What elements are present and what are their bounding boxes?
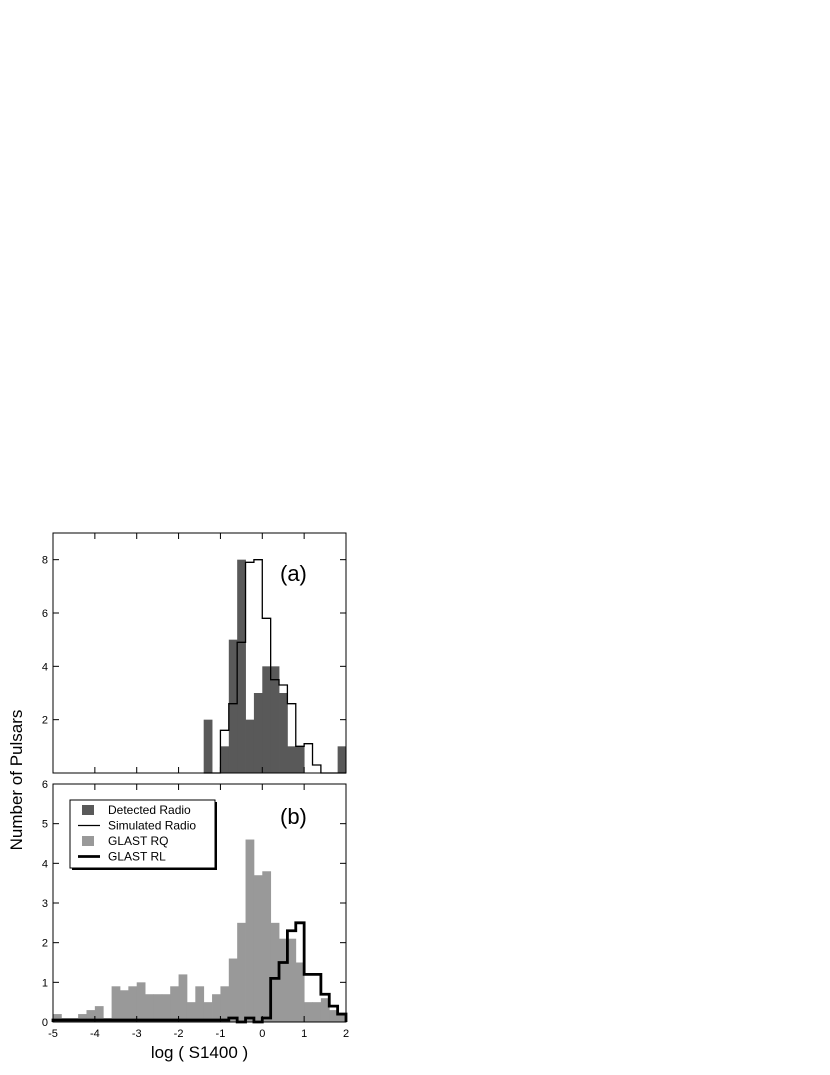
y-tick-label: 4 <box>42 858 48 870</box>
histogram-bar <box>320 998 330 1022</box>
histogram-bar <box>262 666 272 773</box>
legend-swatch <box>82 805 94 815</box>
y-tick-label: 8 <box>42 555 48 567</box>
y-axis-label: Number of Pulsars <box>7 710 26 851</box>
panel-b: 0 1 2 3 4 5 6 -5 -4 -3 -2 -1 0 1 2 (b) Detected RadioSim… <box>42 779 349 1040</box>
histogram-bar <box>337 1014 347 1022</box>
panel-a: 2 4 6 8 (a) <box>42 532 347 774</box>
histogram-bar <box>170 986 179 1022</box>
x-tick-label: -1 <box>216 1028 226 1040</box>
y-tick-label: 1 <box>42 977 48 989</box>
histogram-bar <box>161 994 171 1022</box>
histogram-bar <box>86 1010 96 1022</box>
histogram-bar <box>270 922 280 1022</box>
histogram-bar <box>295 962 305 1022</box>
y-tick-label: 2 <box>42 938 48 950</box>
histogram-step-line <box>203 559 346 774</box>
legend-label: Simulated Radio <box>108 819 196 833</box>
y-tick-label: 2 <box>42 715 48 727</box>
histogram-bar <box>295 746 305 773</box>
x-tick-label: -2 <box>174 1028 184 1040</box>
histogram-bar <box>94 1006 104 1022</box>
x-tick-label: -4 <box>90 1028 100 1040</box>
y-tick-label: 0 <box>42 1017 48 1029</box>
legend-label: GLAST RQ <box>108 834 168 848</box>
histogram-bar <box>111 986 121 1022</box>
panel-label: (b) <box>280 804 307 829</box>
histogram-bar <box>279 693 288 773</box>
x-tick-label: 0 <box>259 1028 265 1040</box>
y-tick-label: 6 <box>42 608 48 620</box>
y-tick-label: 5 <box>42 819 48 831</box>
histogram-bar <box>228 639 238 773</box>
histogram-bar <box>195 986 205 1022</box>
legend-label: Detected Radio <box>108 803 191 817</box>
histogram-bar <box>178 974 188 1022</box>
histogram-bar <box>253 875 263 1022</box>
histogram-bar <box>304 1002 313 1022</box>
histogram-bar <box>186 1002 196 1022</box>
histogram-bar <box>287 746 297 773</box>
histogram-bar <box>279 938 288 1022</box>
histogram-bar <box>237 922 246 1022</box>
histogram-bar <box>220 986 230 1022</box>
x-tick-label: -3 <box>132 1028 142 1040</box>
histogram-bar <box>245 839 255 1022</box>
histogram-bar <box>78 1014 87 1022</box>
histogram-bar <box>128 986 138 1022</box>
histogram-bar <box>136 982 146 1022</box>
histogram-bar <box>329 1010 339 1022</box>
x-tick-label: 2 <box>343 1028 349 1040</box>
histogram-bar <box>220 746 230 773</box>
histogram-bar <box>53 1014 62 1022</box>
histogram-bar <box>237 559 246 773</box>
histogram-bar <box>203 1002 213 1022</box>
plot-frame <box>52 532 347 774</box>
panel-label: (a) <box>280 561 307 586</box>
histogram-bar <box>145 994 154 1022</box>
y-tick-label: 6 <box>42 779 48 791</box>
histogram-bar <box>270 666 280 773</box>
histogram-bar <box>337 746 347 773</box>
legend-label: GLAST RL <box>108 850 166 864</box>
histogram-bar <box>245 719 255 773</box>
histogram-bar <box>312 1002 322 1022</box>
histogram-bar <box>153 994 163 1022</box>
x-tick-label: 1 <box>301 1028 307 1040</box>
x-tick-label: -5 <box>48 1028 58 1040</box>
histogram-bar <box>287 938 297 1022</box>
histogram-bar <box>203 719 213 773</box>
histogram-bar <box>119 990 129 1022</box>
histogram-bar <box>228 958 238 1022</box>
legend-swatch <box>82 836 94 846</box>
y-tick-label: 3 <box>42 898 48 910</box>
y-tick-label: 4 <box>42 661 48 673</box>
histogram-bar <box>253 693 263 773</box>
histogram-bar <box>262 871 272 1022</box>
x-axis-label: log ( S1400 ) <box>151 1043 248 1062</box>
histogram-bar <box>212 994 221 1022</box>
